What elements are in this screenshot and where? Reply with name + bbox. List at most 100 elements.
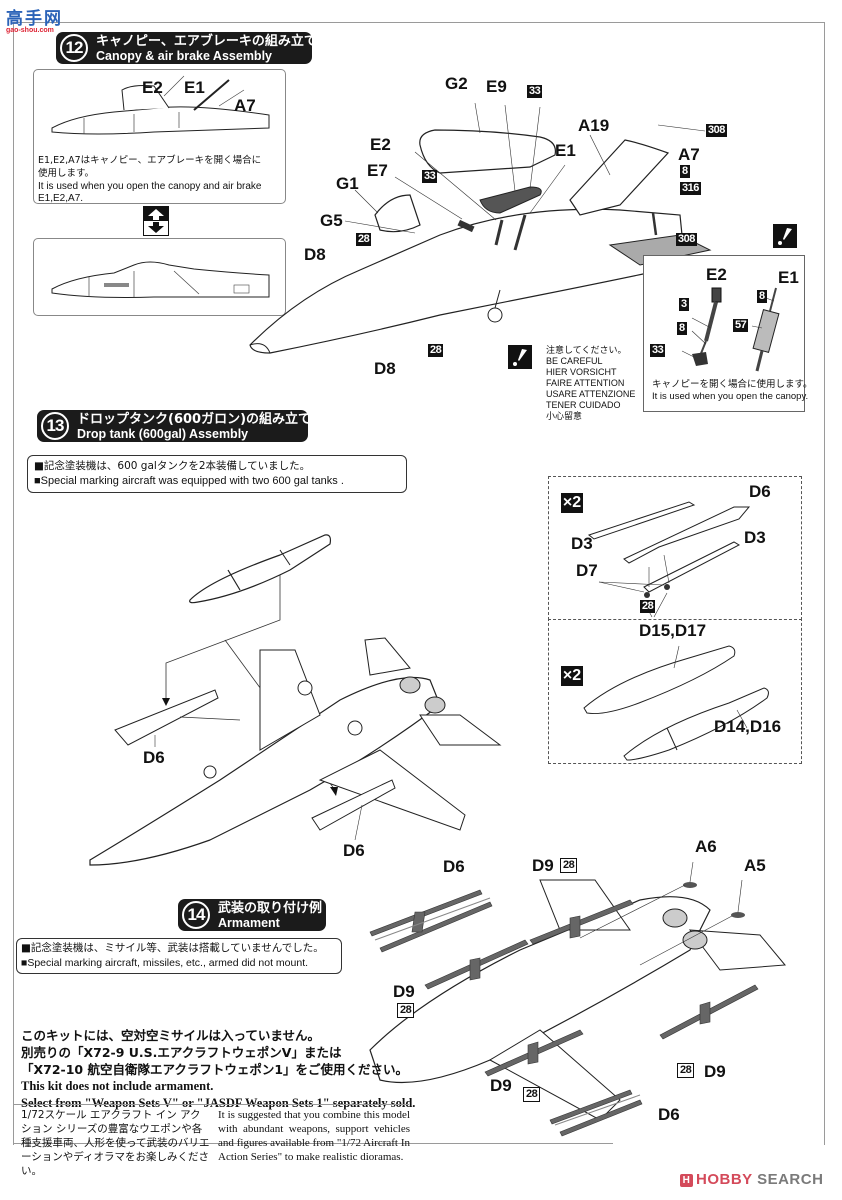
armament-label-d6: D6 <box>443 857 465 876</box>
paint-badge-57: 57 <box>733 319 749 332</box>
inset-label-e2: E2 <box>142 78 163 97</box>
paint-badge-28: 28 <box>560 858 578 873</box>
canopy-assembly-drawing <box>249 102 712 354</box>
page-frame-bottom <box>13 1143 613 1144</box>
part-label-a19: A19 <box>578 116 610 135</box>
paint-badge-28: 28 <box>677 1063 695 1078</box>
step-13-note: ■記念塗装機は、600 galタンクを2本装備していました。 ■Special … <box>27 455 407 493</box>
caution-icon <box>773 224 797 248</box>
detail-label-e1: E1 <box>778 268 799 287</box>
detail-label-e2: E2 <box>706 265 727 284</box>
page-frame <box>13 22 825 1145</box>
part-label-a7: A7 <box>678 145 700 164</box>
step-12-header: 12 キャノピー、エアブレーキの組み立て Canopy & air brake … <box>56 32 317 64</box>
tank-assembly-box: ×2 D15,D17 D14,D16 <box>548 618 802 764</box>
inset-note-jp-1: E1,E2,A7はキャノピー、エアブレーキを開く場合に <box>38 155 262 166</box>
paint-badge-8: 8 <box>677 322 687 335</box>
closed-canopy-inset <box>33 238 286 316</box>
note-jp: ■記念塗装機は、ミサイル等、武装は搭載していませんでした。 <box>21 942 324 954</box>
footer-text-jp: 1/72スケール エアクラフト イン アクション シリーズの豊富なウエポンや各種… <box>21 1109 210 1177</box>
detail-note-jp: キャノピーを開く場合に使用します。 <box>652 379 813 390</box>
inset-note-en-1: It is used when you open the canopy and … <box>38 181 262 192</box>
multiplier-badge: ×2 <box>561 493 583 513</box>
armament-drawing <box>369 861 787 1137</box>
step-title-en: Canopy & air brake Assembly <box>96 49 272 63</box>
part-label-e7: E7 <box>367 161 388 180</box>
part-label-e1: E1 <box>555 141 576 160</box>
step-number: 13 <box>41 412 69 440</box>
paint-badge-308: 308 <box>706 124 727 137</box>
part-label-g5: G5 <box>320 211 343 230</box>
note-en: ■Special marking aircraft was equipped w… <box>34 475 344 487</box>
step-title-en: Drop tank (600gal) Assembly <box>77 427 249 441</box>
watermark-site-name: 高手网 <box>6 9 63 29</box>
armament-label-d9: D9 <box>704 1062 726 1081</box>
paint-badge-8: 8 <box>680 165 690 178</box>
paint-badge-28: 28 <box>356 233 372 246</box>
armament-label-a5: A5 <box>744 856 766 875</box>
part-label-d8: D8 <box>304 245 326 264</box>
armament-label-d9: D9 <box>490 1076 512 1095</box>
part-label-e2: E2 <box>370 135 391 154</box>
armament-note-jp-2: 別売りの「X72-9 U.S.エアクラフトウェポンV」または <box>21 1045 342 1060</box>
step-title-en: Armament <box>218 916 280 930</box>
step-14-header: 14 武装の取り付け例 Armament <box>178 899 326 931</box>
note-en: ■Special marking aircraft, missiles, etc… <box>21 957 309 969</box>
part-label-d6: D6 <box>143 748 165 767</box>
armament-not-included-note: このキットには、空対空ミサイルは入っていません。 別売りの「X72-9 U.S.… <box>21 1027 415 1112</box>
watermark-site-url: gao-shou.com <box>6 27 54 34</box>
hobby-search-text-2: SEARCH <box>752 1171 824 1188</box>
multiplier-badge: ×2 <box>561 666 583 686</box>
paint-badge-28: 28 <box>397 1003 415 1018</box>
armament-label-a6: A6 <box>695 837 717 856</box>
footer-text-en: It is suggested that you combine this mo… <box>218 1109 410 1163</box>
tank-label-top: D15,D17 <box>639 621 707 640</box>
inset-note-jp-2: 使用します。 <box>38 168 95 179</box>
step-title-jp: ドロップタンク(600ガロン)の組み立て <box>77 412 312 427</box>
strut-detail-drawing <box>681 287 780 372</box>
inset-label-a7: A7 <box>234 96 256 115</box>
inset-label-e1: E1 <box>184 78 205 97</box>
armament-label-d9: D9 <box>532 856 554 875</box>
open-canopy-inset: E2 E1 A7 E1,E2,A7はキャノピー、エアブレーキを開く場合に 使用し… <box>33 69 286 204</box>
paint-badge-28: 28 <box>428 344 444 357</box>
step-number: 14 <box>182 901 210 929</box>
aircraft-nose-open-drawing <box>51 75 270 135</box>
tank-label-bottom: D14,D16 <box>714 717 782 736</box>
paint-badge-316: 316 <box>680 182 701 195</box>
paint-badge-33: 33 <box>650 344 666 357</box>
armament-note-jp-3: 「X72-10 航空自衛隊エアクラフトウェポン1」をご使用ください。 <box>21 1062 409 1077</box>
watermark-logo: 高手网 gao-shou.com <box>6 4 70 34</box>
pylon-drawing <box>587 501 751 618</box>
step-14-note: ■記念塗装機は、ミサイル等、武装は搭載していませんでした。 ■Special m… <box>16 938 342 974</box>
drop-tank-installation-drawing <box>89 534 502 866</box>
swap-up-down-icon <box>143 206 169 236</box>
pylon-label-d7: D7 <box>576 561 598 580</box>
step-title-jp: キャノピー、エアブレーキの組み立て <box>96 34 317 49</box>
caution-icon <box>508 345 532 369</box>
step-13-header: 13 ドロップタンク(600ガロン)の組み立て Drop tank (600ga… <box>37 410 312 442</box>
armament-note-en-2: Select from "Weapon Sets V" or "JASDF We… <box>21 1096 416 1110</box>
paint-badge-33: 33 <box>422 170 438 183</box>
paint-badge-28: 28 <box>523 1087 541 1102</box>
pylon-label-d3: D3 <box>744 528 766 547</box>
tank-halves-drawing <box>583 645 769 761</box>
part-label-e9: E9 <box>486 77 507 96</box>
pylon-label-d6: D6 <box>749 482 771 501</box>
armament-note-en-1: This kit does not include armament. <box>21 1079 214 1093</box>
step-title-jp: 武装の取り付け例 <box>218 901 323 916</box>
inset-note-en-2: E1,E2,A7. <box>38 193 84 204</box>
paint-badge-8: 8 <box>757 290 767 303</box>
hobby-search-logo-icon: H <box>680 1174 693 1187</box>
hobby-search-text-1: HOBBY <box>696 1171 753 1188</box>
pylon-label-d3: D3 <box>571 534 593 553</box>
part-label-g1: G1 <box>336 174 359 193</box>
paint-badge-308: 308 <box>676 233 697 246</box>
part-label-g2: G2 <box>445 74 468 93</box>
footer-divider <box>14 1104 409 1105</box>
paint-badge-28: 28 <box>640 600 656 613</box>
armament-label-d9: D9 <box>393 982 415 1001</box>
paint-badge-33: 33 <box>527 85 543 98</box>
canopy-detail-box: E2 E1 3 8 8 57 33 キャノピーを開く場合に使用します。 It i… <box>643 255 813 412</box>
